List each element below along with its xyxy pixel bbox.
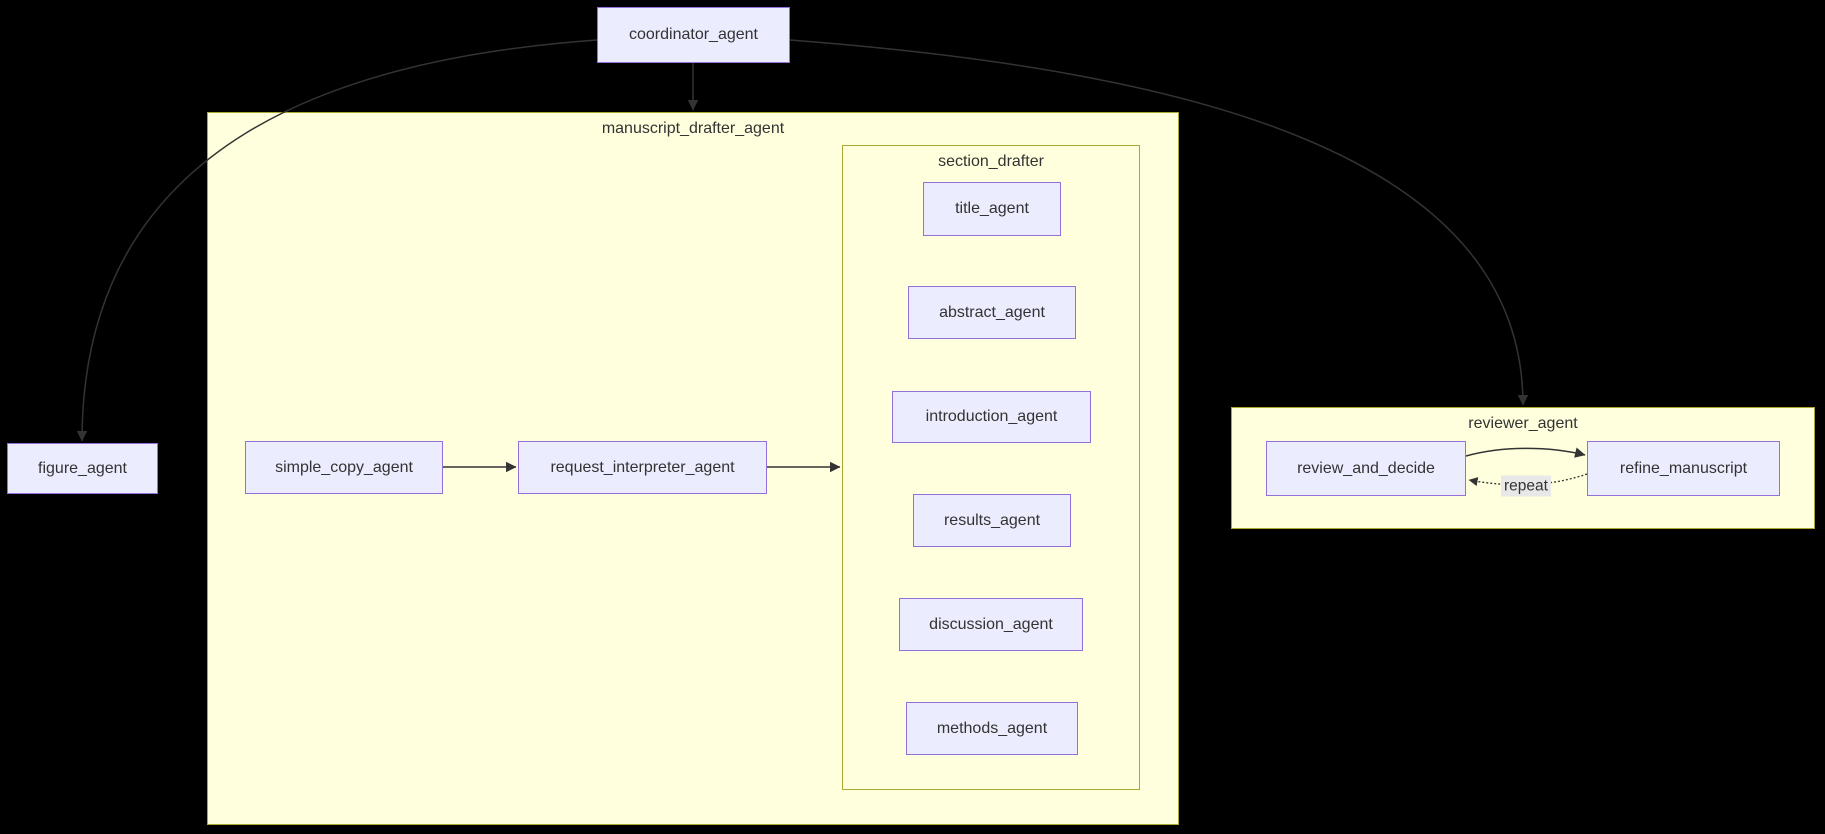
edge-label-repeat: repeat bbox=[1501, 475, 1551, 497]
node-introduction-agent-label: introduction_agent bbox=[925, 408, 1058, 425]
node-discussion-agent-label: discussion_agent bbox=[929, 615, 1053, 633]
node-introduction-agent: introduction_agent bbox=[892, 391, 1091, 443]
node-results-agent-label: results_agent bbox=[943, 511, 1041, 529]
node-title-agent-label: title_agent bbox=[955, 200, 1029, 217]
node-title-agent: title_agent bbox=[923, 182, 1061, 236]
node-refine-manuscript-label: refine_manuscript bbox=[1619, 459, 1748, 477]
node-coordinator-agent: coordinator_agent bbox=[597, 7, 790, 63]
node-abstract-agent: abstract_agent bbox=[908, 286, 1076, 339]
node-coordinator-agent-label: coordinator_agent bbox=[629, 26, 758, 43]
node-request-interpreter-agent: request_interpreter_agent bbox=[518, 441, 767, 494]
node-request-interpreter-agent-label: request_interpreter_agent bbox=[550, 458, 735, 476]
node-simple-copy-agent: simple_copy_agent bbox=[245, 441, 443, 494]
node-refine-manuscript: refine_manuscript bbox=[1587, 441, 1780, 496]
node-figure-agent: figure_agent bbox=[7, 443, 158, 494]
cluster-reviewer-agent-label: reviewer_agent bbox=[1468, 415, 1578, 432]
node-discussion-agent: discussion_agent bbox=[899, 598, 1083, 651]
node-methods-agent: methods_agent bbox=[906, 702, 1078, 755]
node-review-and-decide-label: review_and_decide bbox=[1297, 459, 1435, 477]
node-abstract-agent-label: abstract_agent bbox=[939, 303, 1045, 321]
cluster-section-drafter: section_drafter bbox=[842, 145, 1140, 790]
cluster-manuscript-drafter-agent-label: manuscript_drafter_agent bbox=[601, 120, 785, 137]
node-review-and-decide: review_and_decide bbox=[1266, 441, 1466, 496]
node-simple-copy-agent-label: simple_copy_agent bbox=[275, 458, 413, 476]
cluster-section-drafter-label: section_drafter bbox=[938, 153, 1044, 170]
node-figure-agent-label: figure_agent bbox=[38, 459, 127, 477]
node-methods-agent-label: methods_agent bbox=[936, 719, 1048, 737]
node-results-agent: results_agent bbox=[913, 494, 1071, 547]
